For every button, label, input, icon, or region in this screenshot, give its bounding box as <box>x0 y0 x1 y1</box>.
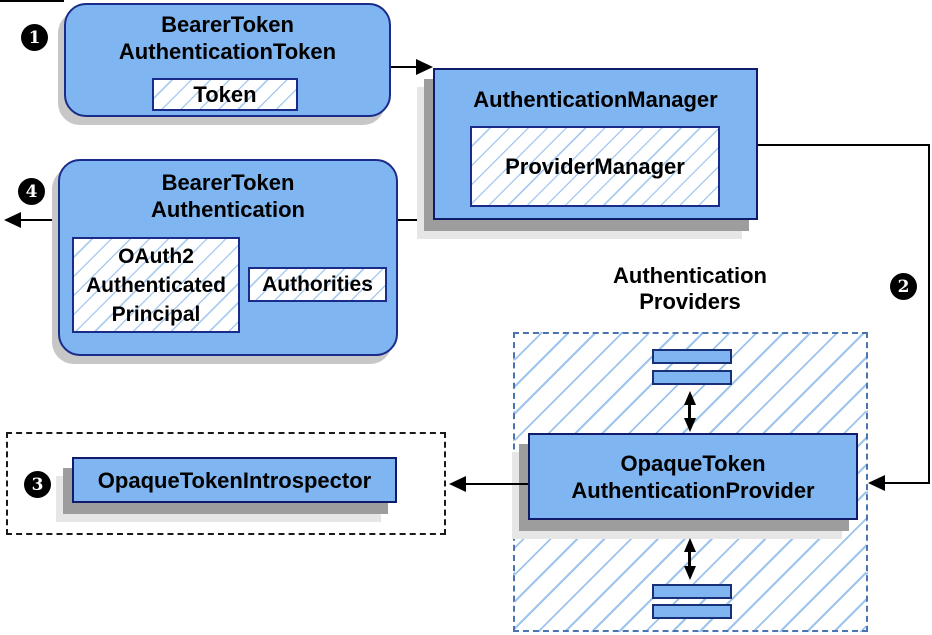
provider-manager-label: ProviderManager <box>505 154 685 179</box>
oauth2-authenticated-principal-box: OAuth2 Authenticated Principal <box>72 237 240 333</box>
step2-line-horizontal-top <box>758 144 930 146</box>
step4-number: 4 <box>25 181 38 202</box>
btat-title-line1: BearerToken <box>161 12 294 37</box>
authmanager-to-bta-line <box>398 219 433 221</box>
double-arrow-bottom-down-arrowhead <box>684 566 696 580</box>
token-box: Token <box>152 78 298 111</box>
double-arrow-top-down-arrowhead <box>684 418 696 432</box>
step2-arrowhead <box>868 475 885 491</box>
step2-number: 2 <box>897 276 910 297</box>
provider-bar <box>652 584 732 599</box>
provider-bar <box>652 370 732 385</box>
double-arrow-bottom-up-arrowhead <box>684 538 696 552</box>
oti-label: OpaqueTokenIntrospector <box>97 467 372 493</box>
step2-badge: 2 <box>890 273 917 300</box>
step1-incoming-line <box>0 0 64 2</box>
step2-line-horizontal-bottom <box>885 482 930 484</box>
step3-badge: 3 <box>24 471 51 498</box>
double-arrow-bottom-line <box>688 551 691 567</box>
step4-badge: 4 <box>18 178 45 205</box>
principal-line2: Authenticated <box>85 273 226 297</box>
authentication-providers-label-line2: Providers <box>639 289 741 314</box>
bta-title-line2: Authentication <box>151 197 305 222</box>
btat-to-authmanager-arrowhead <box>416 59 433 75</box>
opaque-token-introspector-box: OpaqueTokenIntrospector <box>72 457 397 503</box>
step2-line-vertical <box>928 144 930 484</box>
token-label: Token <box>193 81 257 107</box>
double-arrow-top-line <box>688 404 691 420</box>
step3-number: 3 <box>31 474 44 495</box>
authentication-manager-box: AuthenticationManager ProviderManager <box>433 68 758 220</box>
step1-number: 1 <box>28 27 41 48</box>
authentication-manager-title: AuthenticationManager <box>473 87 718 112</box>
step4-arrowhead <box>4 212 21 228</box>
bearer-token-authentication-box: BearerToken Authentication OAuth2 Authen… <box>58 159 398 356</box>
double-arrow-top-up-arrowhead <box>684 391 696 405</box>
step3-arrowhead <box>449 476 466 492</box>
btat-to-authmanager-line <box>391 66 418 68</box>
otap-title-line1: OpaqueToken <box>620 450 766 476</box>
btat-title-line2: AuthenticationToken <box>118 39 337 64</box>
provider-bar <box>652 604 732 619</box>
principal-line3: Principal <box>111 302 201 326</box>
step4-outgoing-line <box>20 219 58 221</box>
bearer-token-authentication-token-box: BearerToken AuthenticationToken Token <box>64 3 391 117</box>
otap-title-line2: AuthenticationProvider <box>571 477 815 503</box>
authorities-label: Authorities <box>262 272 373 296</box>
authorities-box: Authorities <box>248 267 387 302</box>
authentication-providers-label-line1: Authentication <box>613 263 767 288</box>
step1-badge: 1 <box>21 24 48 51</box>
provider-manager-box: ProviderManager <box>470 126 720 207</box>
step3-line <box>466 483 528 485</box>
authentication-providers-label: Authentication Providers <box>565 263 815 315</box>
principal-line1: OAuth2 <box>118 244 194 268</box>
opaque-token-authentication-provider-box: OpaqueToken AuthenticationProvider <box>528 433 858 520</box>
provider-bar <box>652 349 732 364</box>
bta-title-line1: BearerToken <box>161 170 295 195</box>
